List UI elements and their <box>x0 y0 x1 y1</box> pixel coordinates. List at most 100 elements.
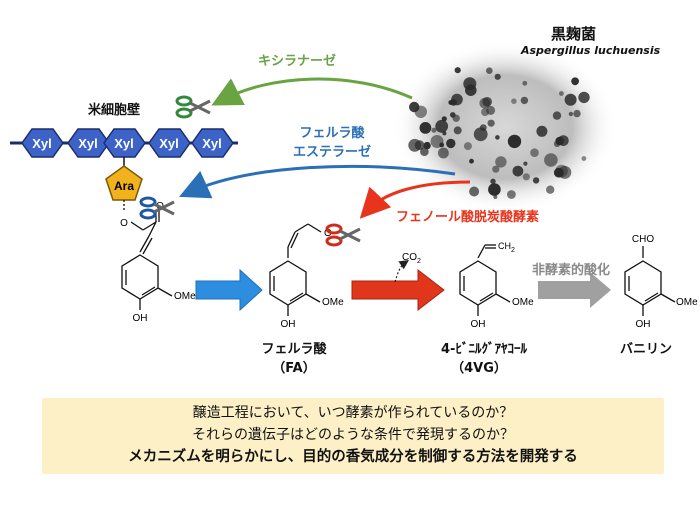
cho-label: CHO <box>632 234 654 245</box>
spore <box>479 97 491 109</box>
spore <box>469 158 474 164</box>
spore <box>453 126 462 135</box>
spore <box>571 77 579 86</box>
spore <box>473 127 488 142</box>
spore <box>559 91 564 96</box>
scissors-blue-icon <box>139 196 175 220</box>
co2-arrow <box>394 260 409 283</box>
xyl-unit-1 <box>21 128 64 158</box>
spore <box>546 185 555 194</box>
xylanase-arrow <box>211 77 413 106</box>
spore <box>530 148 539 157</box>
xyl-label-3: Xyl <box>114 136 134 151</box>
spore <box>573 109 581 118</box>
vg-name: 4-ﾋﾞﾆﾙｸﾞｱﾔｺｰﾙ <box>441 342 527 357</box>
spore <box>451 93 463 106</box>
spore <box>487 119 495 127</box>
spore <box>423 141 431 150</box>
scissors-red-icon <box>325 223 361 247</box>
fungus-image <box>393 41 617 213</box>
spore <box>488 183 501 196</box>
fa-release-arrow <box>195 268 263 312</box>
esterase-label-line2: エステラーゼ <box>292 145 371 160</box>
spore <box>481 108 490 117</box>
esterase-label-line1: フェルラ酸 <box>299 126 365 141</box>
fa-name: フェルラ酸 <box>261 342 327 357</box>
ch2-label: CH2 <box>498 241 515 254</box>
xyl-label-5: Xyl <box>202 136 222 151</box>
scissors-green-icon <box>175 95 211 119</box>
ome-label-3: OMe <box>512 297 534 308</box>
spore <box>490 178 496 184</box>
spore <box>463 142 472 151</box>
spore <box>522 173 530 181</box>
spore <box>420 147 429 156</box>
spore <box>492 165 500 173</box>
fa-o-label: O <box>324 228 332 239</box>
spore <box>511 98 517 104</box>
oxidation-label: 非酵素的酸化 <box>532 263 611 278</box>
spore <box>553 167 564 178</box>
oh-label-3: OH <box>471 319 486 330</box>
spore <box>520 96 529 105</box>
spore <box>495 156 507 168</box>
spore <box>555 136 564 146</box>
xylanase-label: キシラナーゼ <box>258 54 337 69</box>
question-line-2: それらの遺伝子はどのような条件で発現するのか？ <box>192 427 514 443</box>
spore <box>408 138 422 152</box>
spore <box>438 147 449 159</box>
question-line-1: 醸造工程において、いつ酵素が作られているのか？ <box>192 405 514 421</box>
oh-label-1: OH <box>133 313 148 324</box>
vanillin-name: バニリン <box>619 342 672 357</box>
ara-label: Ara <box>114 179 134 193</box>
cell-wall-label: 米細胞壁 <box>88 103 141 118</box>
spore <box>452 114 460 123</box>
co2-label: CO2 <box>402 252 421 265</box>
spore <box>454 67 461 74</box>
oxidation-arrow <box>538 272 611 308</box>
spore <box>512 165 524 177</box>
vinylguaiacol-structure <box>459 244 511 316</box>
spore <box>544 153 558 167</box>
oh-label-4: OH <box>636 319 651 330</box>
spore <box>564 93 577 106</box>
organism-name-jp: 黒麹菌 <box>551 25 597 43</box>
research-questions-box: 醸造工程において、いつ酵素が作られているのか？ それらの遺伝子はどのような条件で… <box>42 398 664 474</box>
esterase-arrow <box>179 164 456 199</box>
decarboxylase-label: フェノール酸脱炭酸酵素 <box>396 210 540 225</box>
ome-label-4: OMe <box>676 297 698 308</box>
spore <box>568 111 574 117</box>
decarboxylation-arrow <box>351 268 445 312</box>
spore <box>435 119 449 133</box>
xyl-unit-4 <box>148 128 191 158</box>
spore <box>581 156 587 161</box>
spore <box>495 135 500 140</box>
ome-label-2: OMe <box>322 297 344 308</box>
spore <box>446 138 456 149</box>
spore <box>536 125 548 137</box>
xyl-label-4: Xyl <box>159 136 179 151</box>
spore <box>448 100 454 105</box>
goal-line: メカニズムを明らかにし、目的の香気成分を制御する方法を開発する <box>128 449 578 465</box>
spore <box>523 161 528 166</box>
spore <box>511 136 517 142</box>
spore <box>552 111 562 120</box>
spore <box>469 186 480 197</box>
spore <box>507 190 516 199</box>
ome-label-1: OMe <box>174 291 196 302</box>
ester-o-label: O <box>120 218 128 229</box>
spore <box>494 73 501 80</box>
spore <box>431 127 437 133</box>
spore <box>419 122 432 134</box>
decarboxylase-arrow <box>359 180 471 219</box>
organism-name-latin: Aspergillus luchuensis <box>521 44 661 57</box>
xyl-label-1: Xyl <box>32 136 52 151</box>
xyl-label-2: Xyl <box>78 136 98 151</box>
spore <box>430 135 444 148</box>
ferulic-acid-structure <box>269 223 322 316</box>
vanillin-structure <box>624 246 676 316</box>
spore <box>578 91 590 104</box>
spore <box>522 80 528 86</box>
spore <box>465 84 477 96</box>
